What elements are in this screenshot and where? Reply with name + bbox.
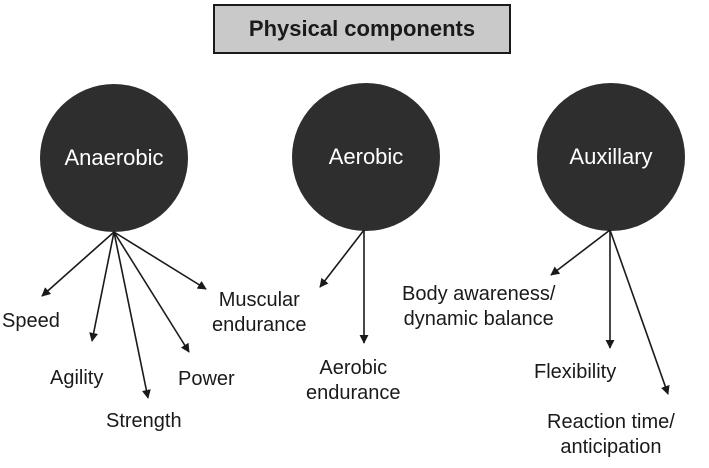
arrow-anaerobic-agility: [89, 231, 115, 342]
component-speed-label: Speed: [2, 310, 60, 332]
arrow-anaerobic-muscular-endurance: [113, 231, 207, 290]
arrow-anaerobic-power: [113, 231, 190, 353]
category-anaerobic-label: Anaerobic: [64, 145, 164, 170]
component-agility-label: Agility: [50, 367, 104, 389]
category-auxillary-node: Auxillary: [537, 83, 685, 231]
arrow-auxillary-body-awareness: [550, 229, 611, 276]
component-flexibility-label: Flexibility: [534, 361, 617, 383]
component-muscular-endurance-label: Muscular endurance: [212, 289, 307, 336]
component-reaction-time-label: Reaction time/ anticipation: [547, 411, 675, 458]
arrow-anaerobic-speed: [41, 231, 115, 297]
category-anaerobic-node: Anaerobic: [40, 84, 188, 232]
component-body-awareness-label: Body awareness/ dynamic balance: [402, 283, 556, 330]
component-power-label: Power: [178, 368, 235, 390]
component-strength-label: Strength: [106, 410, 182, 432]
category-aerobic-label: Aerobic: [328, 144, 404, 169]
category-aerobic-node: Aerobic: [292, 83, 440, 231]
arrow-aerobic-muscular-endurance: [319, 229, 365, 288]
component-aerobic-endurance-label: Aerobic endurance: [306, 357, 401, 404]
diagram-title: Physical components: [213, 4, 511, 54]
arrow-anaerobic-strength: [113, 231, 151, 399]
arrow-auxillary-reaction-time: [609, 229, 670, 395]
category-auxillary-label: Auxillary: [569, 144, 653, 169]
